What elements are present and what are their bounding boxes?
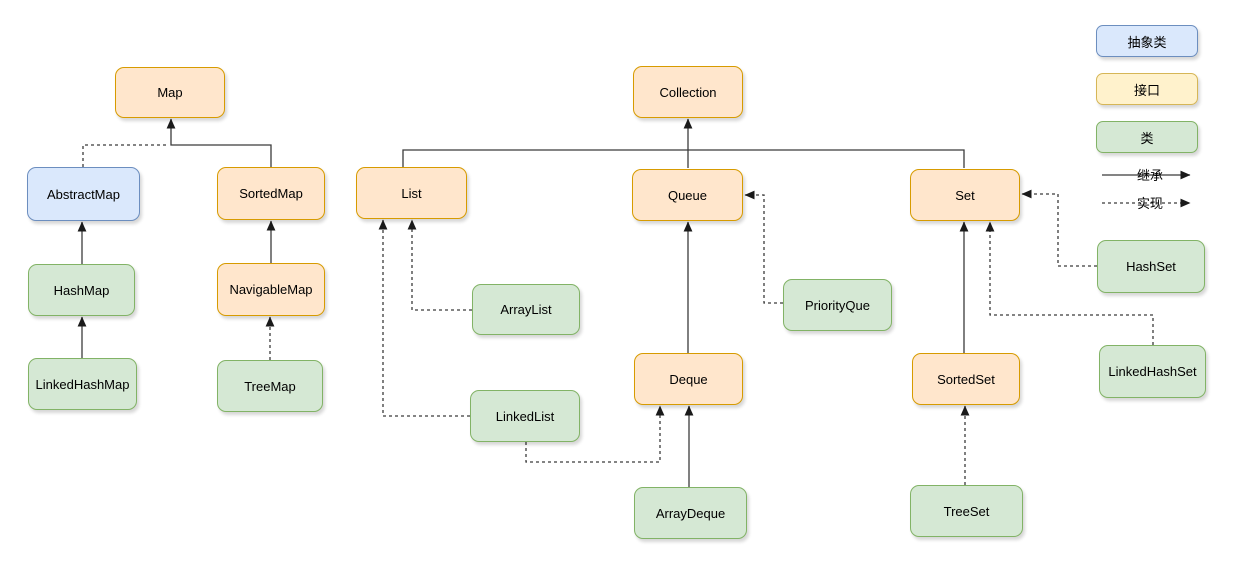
node-label-hashmap: HashMap	[53, 282, 110, 298]
legend-arrow-inherit: 继承	[1100, 166, 1200, 184]
node-label-set: Set	[955, 187, 975, 203]
node-label-treeset: TreeSet	[943, 503, 990, 519]
node-label-sortedmap: SortedMap	[239, 186, 303, 201]
node-linkedhashset: LinkedHashSet	[1099, 345, 1206, 398]
node-navigablemap: NavigableMap	[217, 263, 325, 316]
node-sortedmap: SortedMap	[217, 167, 325, 220]
node-label-navigablemap: NavigableMap	[229, 282, 313, 297]
node-hashset: HashSet	[1097, 240, 1205, 293]
edge-linkedlist-to-list	[378, 219, 470, 417]
node-treeset: TreeSet	[910, 485, 1023, 537]
node-priorityque: PriorityQue	[783, 279, 892, 331]
legend-arrow-implement: 实现	[1100, 194, 1200, 212]
node-abstractmap: AbstractMap	[27, 167, 140, 221]
node-label-sortedset: SortedSet	[937, 371, 995, 387]
node-linkedhashmap: LinkedHashMap	[28, 358, 137, 410]
node-arraydeque: ArrayDeque	[634, 487, 747, 539]
node-label-priorityque: PriorityQue	[804, 297, 871, 313]
legend-arrow-label-inherit: 继承	[1136, 168, 1163, 184]
edge-abstractmap-to-map	[82, 144, 169, 167]
legend-item-interface: 接口	[1096, 73, 1198, 105]
node-label-hashset: HashSet	[1126, 259, 1176, 274]
node-label-treemap: TreeMap	[244, 378, 296, 394]
node-collection: Collection	[633, 66, 743, 118]
node-label-abstractmap: AbstractMap	[47, 186, 120, 202]
node-set: Set	[910, 169, 1020, 221]
node-label-arraylist: ArrayList	[500, 302, 552, 317]
node-label-list: List	[401, 185, 422, 201]
edge-arraylist-to-list	[407, 219, 472, 311]
node-label-linkedhashset: LinkedHashSet	[1108, 364, 1197, 379]
node-label-arraydeque: ArrayDeque	[655, 505, 726, 521]
edge-sortedmap-to-map	[166, 118, 272, 167]
inherit-arrow-icon	[1102, 170, 1191, 180]
node-linkedlist: LinkedList	[470, 390, 580, 442]
node-label-linkedlist: LinkedList	[495, 408, 555, 424]
node-queue: Queue	[632, 169, 743, 221]
node-label-linkedhashmap: LinkedHashMap	[35, 376, 130, 392]
edge-collection-branch	[402, 149, 965, 168]
node-hashmap: HashMap	[28, 264, 135, 316]
node-label-collection: Collection	[659, 84, 717, 100]
node-label-map: Map	[157, 85, 183, 100]
node-map: Map	[115, 67, 225, 118]
legend-item-abstract-class: 抽象类	[1096, 25, 1198, 57]
node-list: List	[356, 167, 467, 219]
node-label-queue: Queue	[667, 187, 708, 203]
legend-label-class: 类	[1140, 130, 1154, 146]
edge-hashset-to-set	[1021, 189, 1097, 267]
legend-arrow-label-implement: 实现	[1136, 196, 1163, 212]
legend-item-class: 类	[1096, 121, 1198, 153]
node-label-deque: Deque	[669, 371, 708, 387]
node-sortedset: SortedSet	[912, 353, 1020, 405]
node-deque: Deque	[634, 353, 743, 405]
legend-label-abstract-class: 抽象类	[1127, 34, 1167, 50]
edge-priorityque-to-queue	[744, 190, 783, 304]
node-treemap: TreeMap	[217, 360, 323, 412]
node-arraylist: ArrayList	[472, 284, 580, 335]
legend-label-interface: 接口	[1133, 82, 1160, 98]
implement-arrow-icon	[1102, 198, 1191, 208]
